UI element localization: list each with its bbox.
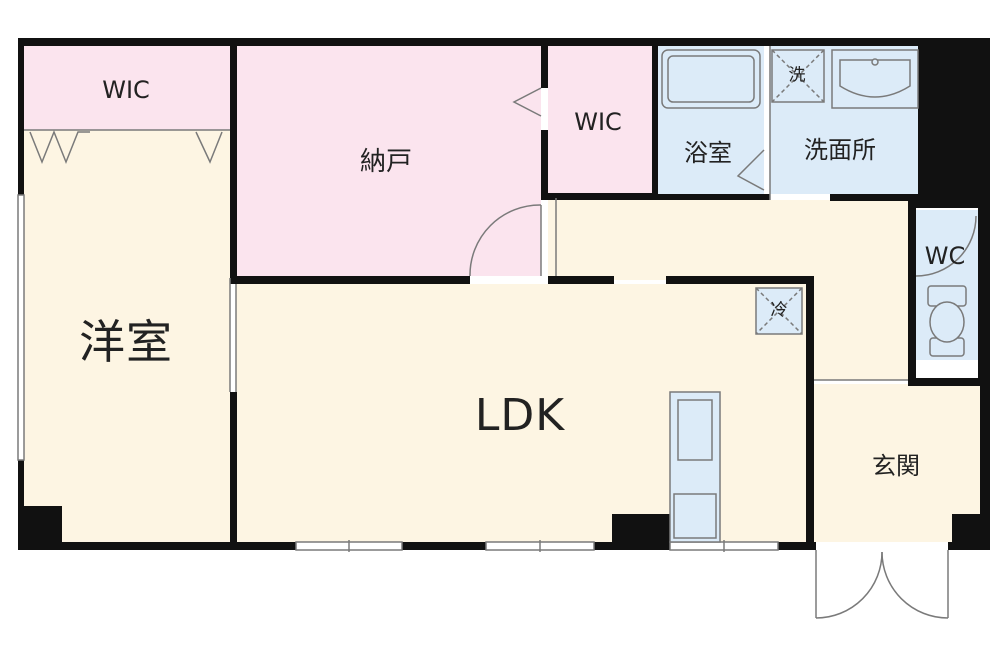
wic-mid-area — [548, 46, 652, 194]
fridge-mark: 冷 — [770, 300, 788, 321]
window-left — [17, 194, 25, 461]
hall-lower-area — [814, 280, 908, 380]
room-label-wc: WC — [924, 242, 966, 270]
hall-area — [548, 200, 908, 280]
door-swings — [229, 46, 977, 619]
bathtub — [661, 49, 761, 109]
western-room-area — [24, 130, 230, 542]
room-fills — [24, 46, 980, 542]
room-label-washroom: 洗面所 — [804, 136, 876, 164]
room-label-bath: 浴室 — [684, 139, 732, 167]
washbasin — [831, 49, 919, 109]
room-label-nando: 納戸 — [359, 147, 413, 177]
washer-mark: 洗 — [788, 65, 806, 86]
windows — [17, 194, 779, 552]
room-label-wic-left: WIC — [102, 76, 150, 104]
closet-doors — [24, 129, 230, 165]
nando-area — [236, 46, 541, 276]
wic-left-area — [24, 46, 230, 130]
room-label-wic-mid: WIC — [574, 108, 622, 136]
room-label-ldk: LDK — [474, 390, 566, 441]
washer-space — [771, 49, 825, 103]
toilet — [927, 285, 967, 357]
fridge-space — [755, 287, 803, 335]
room-label-western-room: 洋室 — [79, 315, 173, 369]
kitchen-counter — [669, 391, 721, 543]
room-label-entrance: 玄関 — [872, 452, 920, 480]
